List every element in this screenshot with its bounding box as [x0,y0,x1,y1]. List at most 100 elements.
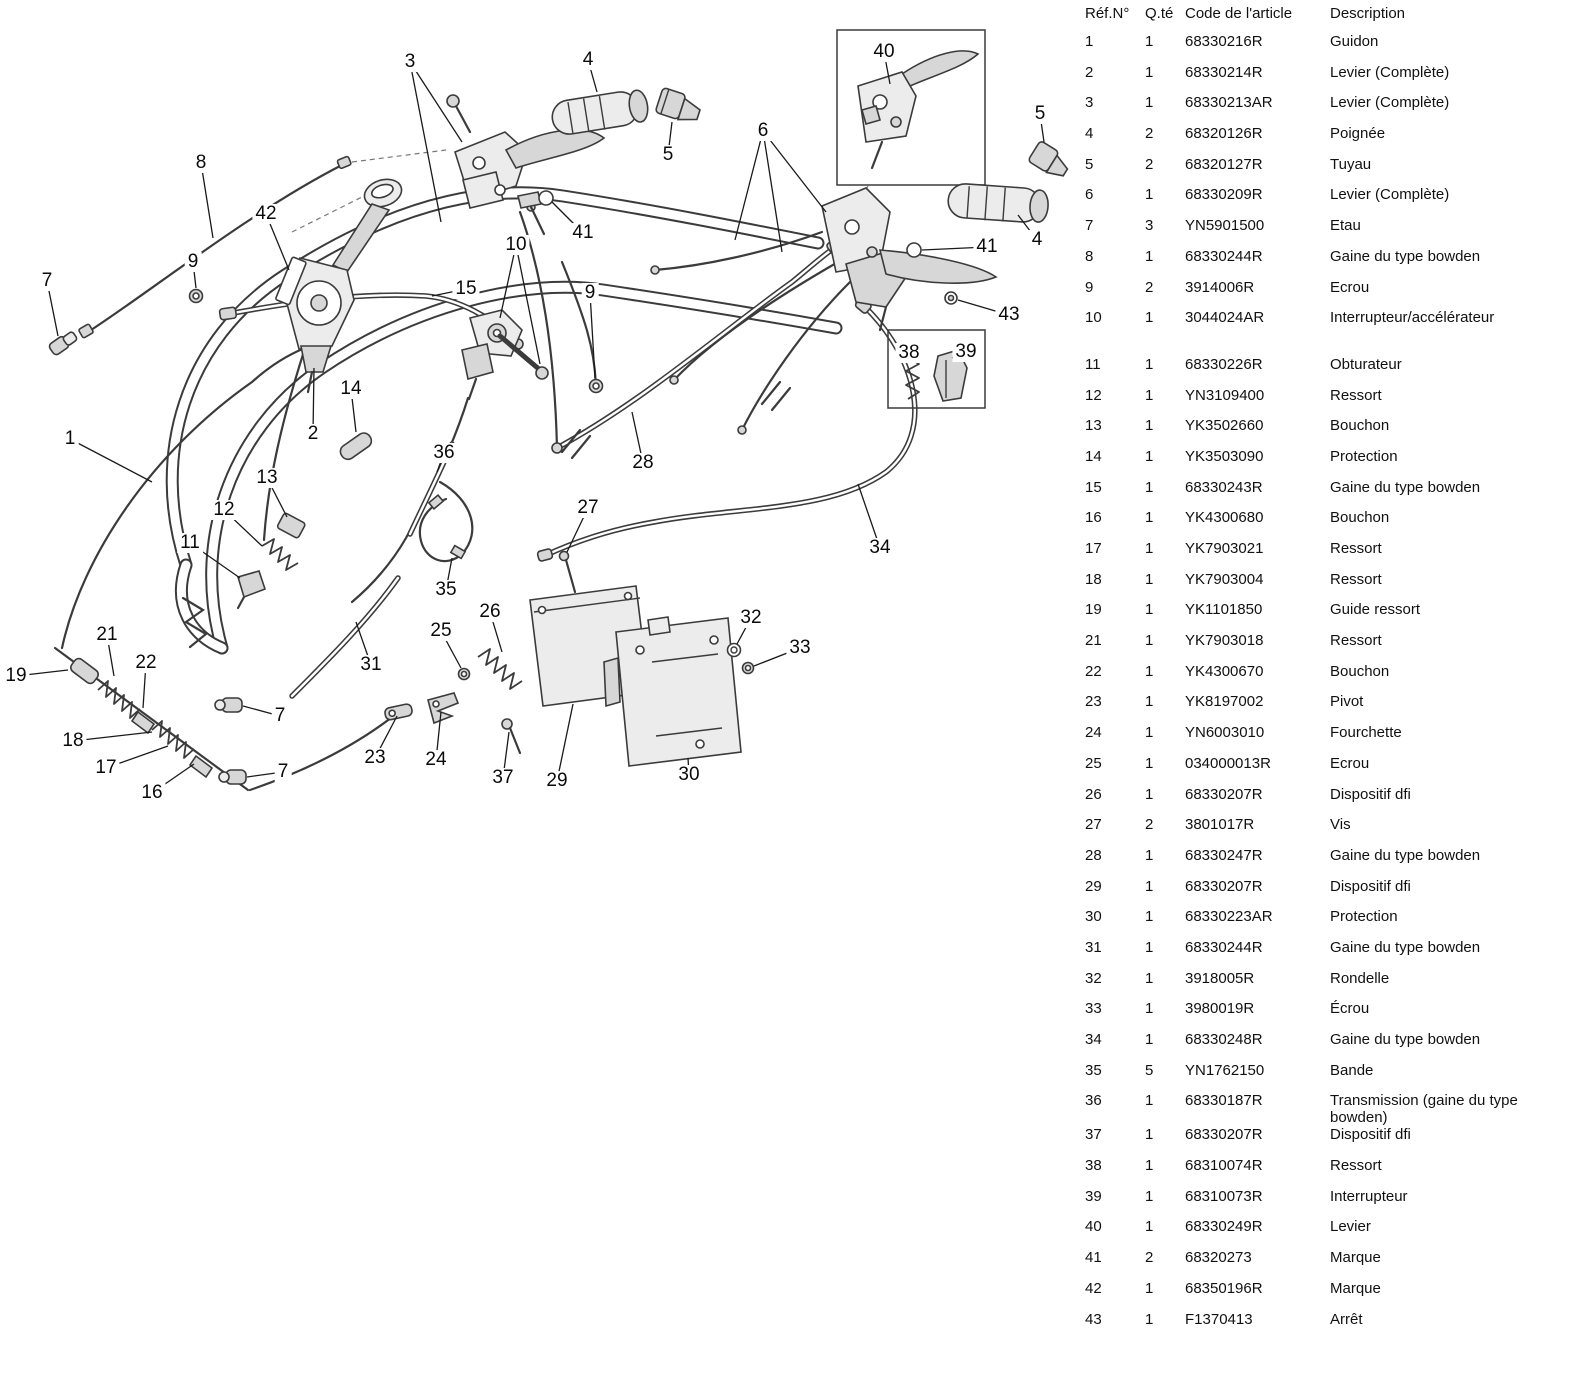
cell-qty: 1 [1145,1092,1154,1110]
table-row: 22 1 YK4300670 Bouchon [1085,663,1585,694]
label-plate-42 [275,256,307,306]
callout-40: 40 [870,42,898,62]
table-row: 2 1 68330214R Levier (Complète) [1085,64,1585,95]
table-row: 35 5 YN1762150 Bande [1085,1062,1585,1093]
cell-desc: Levier (Complète) [1330,63,1450,81]
diagram-artwork [15,29,1069,794]
cell-code: 68330226R [1185,355,1263,373]
table-row: 23 1 YK8197002 Pivot [1085,693,1585,724]
cell-qty: 1 [1145,1157,1154,1175]
callout-22: 22 [132,653,160,673]
cell-desc: Levier (Complète) [1330,186,1450,204]
cell-ref: 33 [1085,1000,1102,1018]
cell-code: 68330207R [1185,785,1263,803]
cable-loop-bands-35 [418,480,474,563]
cell-code: YK8197002 [1185,693,1264,711]
cell-desc: Vis [1330,816,1351,834]
callout-43: 43 [995,305,1023,325]
table-row: 8 1 68330244R Gaine du type bowden [1085,248,1585,279]
cell-ref: 7 [1085,217,1094,235]
callout-25: 25 [427,621,455,641]
callout-9: 9 [581,283,599,303]
cell-qty: 1 [1145,908,1154,926]
cell-ref: 11 [1085,355,1101,373]
spring-21 [97,680,141,719]
table-row: 40 1 68330249R Levier [1085,1218,1585,1249]
screw-37 [501,718,522,755]
cell-ref: 13 [1085,417,1102,435]
cell-code: 68330248R [1185,1031,1263,1048]
table-row: 42 1 68350196R Marque [1085,1280,1585,1311]
handlebar-tube [165,186,843,655]
cell-desc: Levier (Complète) [1330,94,1450,112]
cell-qty: 1 [1145,417,1154,435]
callout-10: 10 [502,235,530,255]
cell-ref: 39 [1085,1187,1102,1205]
cell-qty: 1 [1145,1031,1154,1048]
cell-code: F1370413 [1185,1310,1253,1328]
spring-26 [477,648,523,690]
cell-ref: 37 [1085,1126,1102,1144]
cell-desc: Pivot [1330,693,1364,711]
cell-code: 68330249R [1185,1218,1263,1236]
obturator-11 [237,570,267,599]
cell-code: 3980019R [1185,1000,1255,1018]
cell-ref: 21 [1085,632,1102,650]
cell-ref: 28 [1085,846,1102,864]
cell-qty: 2 [1145,155,1154,173]
cell-code: 68320273 [1185,1249,1252,1267]
table-row: 30 1 68330223AR Protection [1085,908,1585,939]
cell-qty: 1 [1145,33,1154,50]
callout-39: 39 [952,342,980,362]
cell-desc: Interrupteur [1330,1187,1408,1205]
cell-qty: 1 [1145,94,1154,112]
cell-qty: 1 [1145,1126,1154,1144]
nut-33 [741,661,755,675]
cell-desc: Interrupteur/accélérateur [1330,309,1495,327]
callout-14: 14 [337,379,365,399]
spring-12 [261,538,299,571]
cell-code: YN6003010 [1185,724,1265,742]
cell-desc: Bande [1330,1061,1374,1079]
fork-24 [427,692,460,725]
cell-ref: 17 [1085,540,1102,557]
cell-ref: 30 [1085,908,1102,926]
callout-24: 24 [422,750,450,770]
table-row: 33 1 3980019R Écrou [1085,1000,1585,1031]
table-row: 13 1 YK3502660 Bouchon [1085,417,1585,448]
cell-desc: Tuyau [1330,155,1372,173]
cell-ref: 29 [1085,877,1102,895]
cell-desc: Gaine du type bowden [1330,247,1481,265]
cell-desc: Protection [1330,447,1398,465]
cell-code: 68320127R [1185,155,1263,173]
nut-25 [457,667,471,681]
cell-ref: 18 [1085,570,1102,588]
cell-code: YK4300670 [1185,662,1264,680]
cell-desc: Ecrou [1330,754,1370,772]
table-row: 16 1 YK4300680 Bouchon [1085,509,1585,540]
cell-desc: Dispositif dfi [1330,1126,1411,1144]
springs-17-18 [151,720,195,759]
cell-code: YK3502660 [1185,417,1264,435]
table-row: 12 1 YN3109400 Ressort [1085,387,1585,418]
parts-table: Réf.N° Q.té Code de l'article Descriptio… [1085,5,1585,1341]
parts-table-header: Réf.N° Q.té Code de l'article Descriptio… [1085,5,1585,22]
table-row: 41 2 68320273 Marque [1085,1249,1585,1280]
table-row: 9 2 3914006R Ecrou [1085,279,1585,310]
protection-plate-30 [603,616,742,767]
callout-33: 33 [786,638,814,658]
cell-ref: 40 [1085,1218,1102,1236]
cell-ref: 26 [1085,785,1102,803]
callout-4: 4 [1028,230,1046,250]
cell-code: 3918005R [1185,969,1255,987]
header-qty: Q.té [1145,5,1174,22]
table-row: 31 1 68330244R Gaine du type bowden [1085,939,1585,970]
cell-code: YK7903018 [1185,632,1264,650]
cell-ref: 5 [1085,155,1094,173]
callout-23: 23 [361,748,389,768]
cell-code: 68330213AR [1185,94,1273,112]
table-row: 28 1 68330247R Gaine du type bowden [1085,847,1585,878]
cell-desc: Ressort [1330,632,1382,650]
cell-code: YK7903021 [1185,540,1264,557]
cell-qty: 1 [1145,785,1154,803]
